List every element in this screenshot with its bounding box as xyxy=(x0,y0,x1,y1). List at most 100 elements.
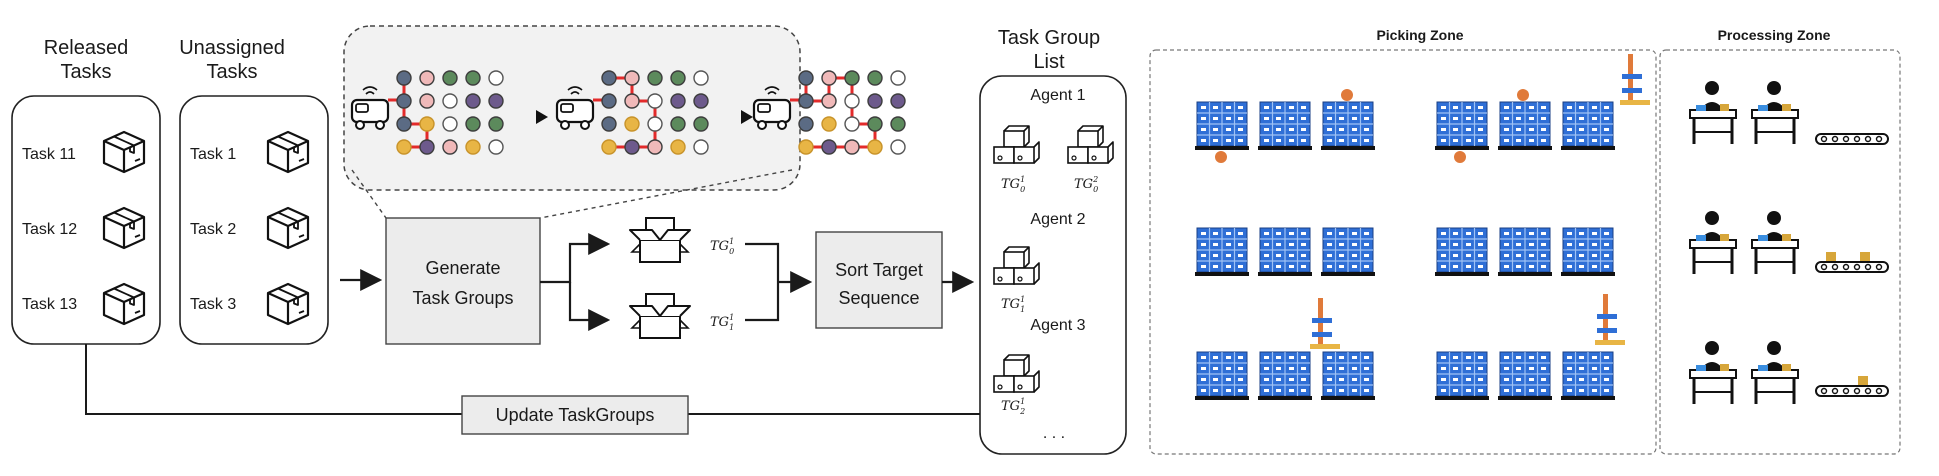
update-taskgroups-label: Update TaskGroups xyxy=(496,405,655,425)
route-node xyxy=(624,93,640,109)
route-node xyxy=(844,70,860,86)
route-node xyxy=(396,93,412,109)
released-task-2: Task 12 xyxy=(22,221,77,238)
route-node xyxy=(396,139,412,155)
route-node xyxy=(419,93,435,109)
generate-task-groups-box xyxy=(385,217,541,345)
shelf-rack xyxy=(1194,101,1250,151)
shelf-rack xyxy=(1434,227,1490,277)
shelf-rack xyxy=(1497,351,1553,401)
route-node xyxy=(465,139,481,155)
route-node xyxy=(821,70,837,86)
tgl-title-line2: List xyxy=(1033,51,1065,73)
route-node xyxy=(670,70,686,86)
route-node xyxy=(624,116,640,132)
route-node xyxy=(647,70,663,86)
box-icon xyxy=(266,282,310,326)
shelf-rack xyxy=(1434,351,1490,401)
route-node xyxy=(465,116,481,132)
open-box-icon xyxy=(629,217,691,263)
route-node xyxy=(867,116,883,132)
route-node xyxy=(488,139,504,155)
route-node xyxy=(821,116,837,132)
released-task-1: Task 11 xyxy=(22,146,76,163)
route-node xyxy=(419,139,435,155)
conveyor-icon xyxy=(1815,133,1889,145)
route-node xyxy=(693,93,709,109)
unassigned-task-3: Task 3 xyxy=(190,296,236,313)
route-node xyxy=(867,139,883,155)
box-icon xyxy=(102,130,146,174)
parcel-icon xyxy=(1826,252,1836,261)
route-node xyxy=(601,70,617,86)
item-marker xyxy=(1517,89,1529,101)
route-node xyxy=(867,93,883,109)
route-node xyxy=(670,93,686,109)
route-node xyxy=(798,93,814,109)
route-node xyxy=(419,70,435,86)
flow-arrow xyxy=(568,282,611,331)
parcel-icon xyxy=(1858,376,1868,385)
shelf-rack xyxy=(1560,101,1616,151)
route-node xyxy=(419,116,435,132)
route-node xyxy=(442,93,458,109)
route-node xyxy=(601,139,617,155)
list-ellipsis: . . . xyxy=(1043,425,1065,442)
box-icon xyxy=(266,206,310,250)
route-grid-panels xyxy=(350,70,906,155)
shelf-rack xyxy=(1497,227,1553,277)
route-node xyxy=(890,139,906,155)
box-icon xyxy=(102,282,146,326)
open-box-icon xyxy=(629,293,691,339)
route-path xyxy=(804,76,877,149)
item-marker xyxy=(1215,151,1227,163)
route-node xyxy=(693,116,709,132)
route-node xyxy=(844,116,860,132)
released-task-3: Task 13 xyxy=(22,296,77,313)
parcel-icon xyxy=(1860,252,1870,261)
route-node xyxy=(693,139,709,155)
agent-label: Agent 2 xyxy=(1030,211,1085,228)
route-node xyxy=(670,139,686,155)
agent-label: Agent 1 xyxy=(1030,87,1085,104)
route-node xyxy=(442,116,458,132)
shelf-rack xyxy=(1434,101,1490,151)
shelf-rack xyxy=(1257,227,1313,277)
conveyor-icon xyxy=(1815,261,1889,273)
released-title-line2: Tasks xyxy=(60,61,111,83)
route-node xyxy=(890,116,906,132)
task-group-list-box xyxy=(979,75,1127,455)
generate-label-line1: Generate xyxy=(425,258,500,278)
route-node xyxy=(396,70,412,86)
route-node xyxy=(488,93,504,109)
box-icon xyxy=(266,130,310,174)
route-node xyxy=(890,70,906,86)
route-node xyxy=(670,116,686,132)
unassigned-title-line1: Unassigned xyxy=(179,37,285,59)
flow-arrow xyxy=(745,242,780,322)
shelf-rack xyxy=(1320,101,1376,151)
agent-label: Agent 3 xyxy=(1030,317,1085,334)
shelf-rack xyxy=(1320,227,1376,277)
feedback-line xyxy=(85,344,462,415)
route-node xyxy=(693,70,709,86)
flow-arrow xyxy=(540,233,611,284)
callout-connector xyxy=(351,169,387,219)
route-node xyxy=(601,93,617,109)
route-node xyxy=(890,93,906,109)
shelf-rack xyxy=(1560,351,1616,401)
shelf-rack xyxy=(1497,101,1553,151)
conveyor-icon xyxy=(1815,385,1889,397)
route-node xyxy=(844,93,860,109)
generate-label-line2: Task Groups xyxy=(412,288,513,308)
released-title-line1: Released xyxy=(44,37,129,59)
shelf-rack xyxy=(1194,227,1250,277)
route-node xyxy=(647,139,663,155)
sort-label-line2: Sequence xyxy=(838,288,919,308)
shelf-rack xyxy=(1320,351,1376,401)
